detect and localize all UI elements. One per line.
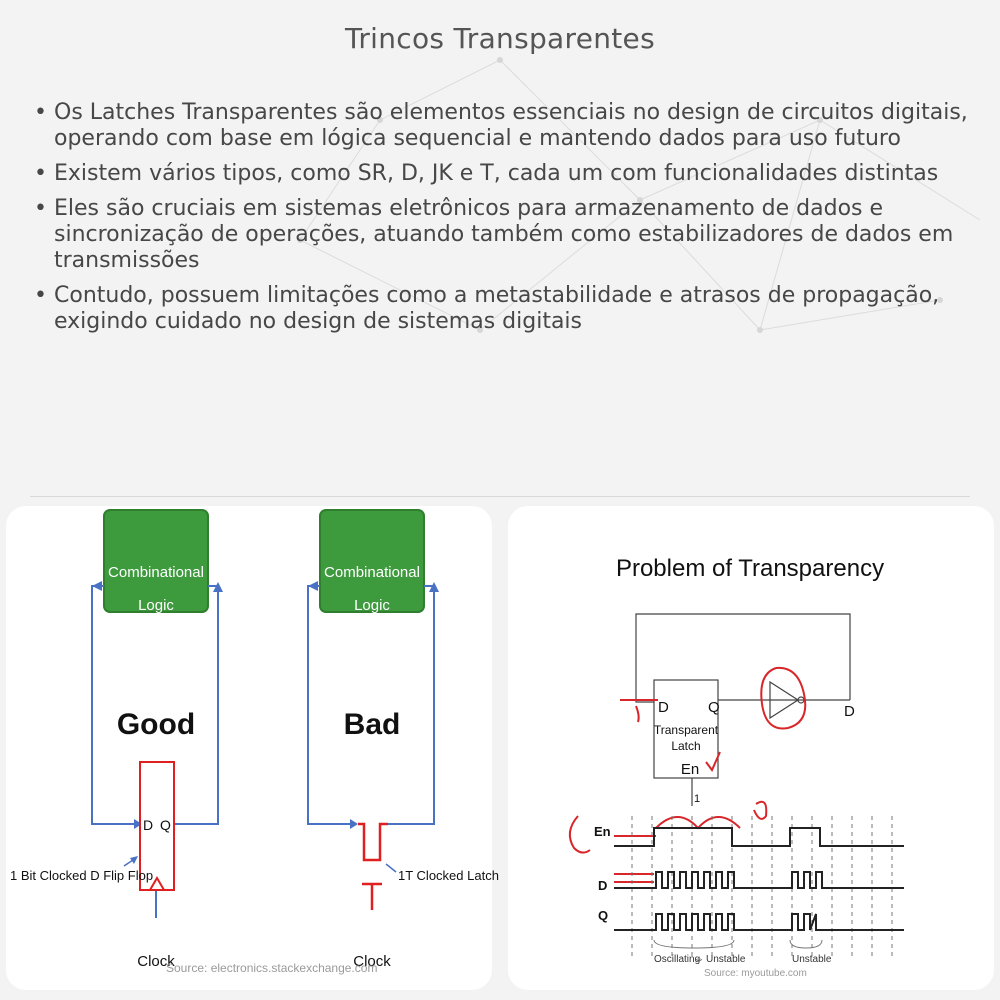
section-divider [30,496,970,497]
transparent-latch-box [653,679,719,779]
block-text-line2: Logic [138,597,174,614]
block-text-line1: Combinational [324,564,420,581]
unstable-annotation-1: Unstable [706,954,746,965]
source-credit: Source: myoutube.com [704,968,807,979]
equivalence-arrow-icon: ⇔ [694,954,704,965]
background-network-pattern [297,57,981,333]
bullet-dot: • [34,283,47,308]
flip-flop-caption: 1 Bit Clocked D Flip Flop [10,868,153,883]
bullet-text: Os Latches Transparentes são elementos e… [54,100,968,151]
latch-name-line2: Latch [671,739,700,753]
figure-title: Problem of Transparency [616,555,884,582]
pointer-line [123,857,137,867]
figure-good-vs-bad: Combinational Logic Combinational Logic … [6,506,499,990]
bullet-item: • Os Latches Transparentes são elementos … [30,100,970,152]
arrow-head-icon [429,582,439,592]
block-text-line1: Combinational [108,564,204,581]
block-text-line2: Logic [354,597,390,614]
bullet-item: • Existem vários tipos, como SR, D, JK e … [30,161,970,187]
output-d-label: D [844,703,855,720]
source-credit: Source: electronics.stackexchange.com [166,961,377,975]
flip-flop-d-label: D [143,817,153,833]
combinational-logic-block-good [103,509,209,613]
transparency-diagram: Problem of Transparency D Q Transparent … [568,555,904,979]
latch-en-pin: En [681,761,699,778]
d-waveform [614,871,904,889]
arrow-head-icon [308,581,318,591]
bullet-item: • Eles são cruciais em sistemas eletrônic… [30,196,970,274]
q-waveform [614,913,904,931]
enable-one-label: 1 [694,793,700,805]
feedback-wires-bad [307,585,435,825]
arrow-head-icon [134,819,142,829]
bullet-dot: • [34,161,47,186]
arrow-head-icon [350,819,358,829]
annotation-braces [653,939,823,949]
page-title: Trincos Transparentes [345,22,655,55]
bad-label: Bad [344,708,401,741]
good-label: Good [117,708,195,741]
combinational-logic-block-bad [319,509,425,613]
inverter-icon [769,680,800,720]
d-flip-flop-box [139,761,175,891]
arrow-head-icon [213,582,223,592]
unstable-annotation-2: Unstable [792,954,832,965]
feedback-loop-wire [635,613,851,806]
arrow-head-icon [92,581,102,591]
bullet-text: Contudo, possuem limitações como a metas… [54,283,940,334]
clock-label-good: Clock [137,953,175,970]
en-waveform [614,827,904,847]
clock-label-bad: Clock [353,953,391,970]
clock-edge-icon [149,876,165,891]
signal-q-label: Q [598,908,608,923]
latch-q-pin: Q [708,699,720,716]
figure-problem-of-transparency: Problem of Transparency D Q Transparent … [508,506,994,990]
latch-d-pin: D [658,699,669,716]
bullet-list: • Os Latches Transparentes são elementos … [30,100,970,344]
signal-d-label: D [598,878,607,893]
bullet-dot: • [34,100,47,125]
bullet-text: Eles são cruciais em sistemas eletrônico… [54,196,954,273]
signal-en-label: En [594,824,611,839]
good-bad-diagram: Combinational Logic Combinational Logic … [10,509,499,975]
waveforms [614,827,904,931]
latch-caption: 1T Clocked Latch [398,868,499,883]
clocked-latch-symbol [358,822,388,910]
flip-flop-q-label: Q [160,817,171,833]
latch-name-line1: Transparent [654,723,719,737]
bullet-text: Existem vários tipos, como SR, D, JK e T… [54,161,939,186]
pointer-line [385,863,397,873]
bullet-dot: • [34,196,47,221]
bullet-item: • Contudo, possuem limitações como a meta… [30,283,970,335]
oscillating-annotation: Oscillating [654,954,700,965]
